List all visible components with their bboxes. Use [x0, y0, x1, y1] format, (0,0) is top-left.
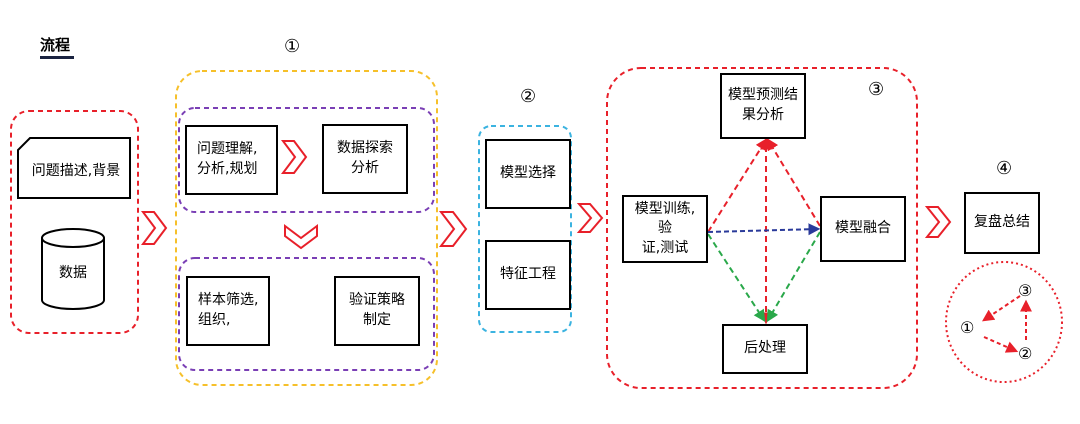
arrow-fusion-to-post	[766, 231, 821, 323]
cycle-arrow-3-to-1	[982, 295, 1021, 322]
feature-eng-node: 特征工程	[485, 240, 571, 310]
problem-node: 问题描述,背景	[31, 163, 121, 179]
review-node: 复盘总结	[964, 192, 1040, 254]
input-group-frame	[10, 110, 139, 334]
cycle-circle	[945, 261, 1063, 383]
title-underline	[40, 56, 74, 59]
cycle-node-3: ③	[1018, 281, 1033, 300]
chevron-right-icon	[281, 140, 308, 174]
cycle-node-2: ②	[1018, 344, 1033, 363]
stage1-lower-frame	[178, 257, 435, 371]
cycle-node-1: ①	[960, 318, 975, 337]
validation-node: 验证策略 制定	[334, 276, 420, 346]
arrow-train-to-post	[707, 233, 766, 323]
chevron-right-icon	[141, 211, 168, 245]
stage1-frame	[175, 70, 438, 386]
page-title: 流程	[40, 36, 71, 54]
stage-2-marker: ②	[520, 86, 537, 107]
stage1-upper-frame	[178, 107, 435, 213]
arrow-train-to-result	[707, 137, 768, 233]
stage-3-marker: ③	[868, 79, 885, 100]
chevron-down-icon	[284, 224, 318, 250]
arrow-train-to-fusion	[707, 223, 821, 236]
understand-node: 问题理解, 分析,规划	[185, 125, 278, 195]
chevron-right-icon	[924, 206, 952, 238]
fusion-node: 模型融合	[820, 196, 906, 262]
data-node: 数据	[59, 265, 87, 281]
problem-shape	[17, 137, 131, 199]
model-select-node: 模型选择	[485, 139, 571, 209]
cycle-arrow-1-to-2	[983, 336, 1019, 353]
chevron-right-icon	[576, 203, 604, 233]
chevron-right-icon	[438, 211, 468, 247]
stage3-frame	[606, 67, 918, 389]
result-analysis-node: 模型预测结 果分析	[720, 73, 806, 139]
eda-node: 数据探索 分析	[322, 124, 408, 194]
sample-node: 样本筛选, 组织,	[186, 276, 270, 346]
train-node: 模型训练,验 证,测试	[622, 195, 708, 263]
data-cylinder	[41, 228, 105, 310]
post-process-node: 后处理	[722, 324, 808, 374]
stage-1-marker: ①	[284, 36, 301, 57]
stage-4-marker: ④	[996, 158, 1013, 179]
arrow-fusion-to-result	[766, 137, 821, 227]
